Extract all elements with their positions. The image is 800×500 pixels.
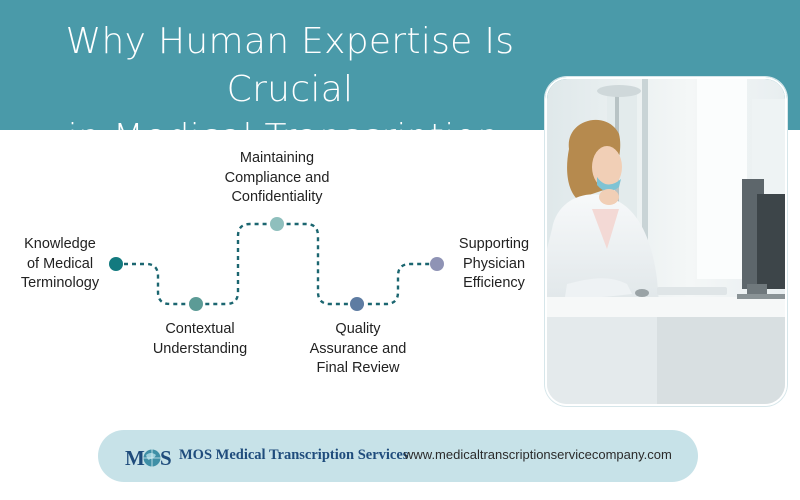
label-line: Contextual — [165, 321, 235, 337]
label-line: Supporting — [458, 236, 530, 252]
label-line: Understanding — [152, 340, 248, 357]
node-quality — [350, 297, 364, 311]
label-quality: Quality Assurance and Final Review — [293, 320, 423, 379]
footer-pill — [98, 430, 698, 482]
page-title: Why Human Expertise Is Crucial in Medica… — [0, 18, 580, 162]
node-supporting — [430, 257, 444, 271]
label-line: of Medical — [26, 255, 94, 272]
logo-letter-s: S — [160, 446, 172, 470]
dotted-connector — [116, 222, 437, 306]
node-compliance — [270, 217, 284, 231]
label-line: Compliance and — [224, 169, 330, 186]
title-line-2: in Medical Transcription: — [67, 117, 513, 158]
node-contextual — [189, 297, 203, 311]
label-compliance: Maintaining Compliance and Confidentiali… — [207, 149, 347, 208]
doctor-photo — [545, 77, 787, 406]
label-supporting: Supporting Physician Efficiency — [439, 235, 549, 294]
label-line: Physician — [462, 255, 526, 272]
label-knowledge: Knowledge of Medical Terminology — [5, 235, 115, 294]
label-line: Confidentiality — [231, 189, 323, 205]
label-line: Quality — [335, 321, 381, 337]
title-line-1: Why Human Expertise Is Crucial — [65, 21, 515, 110]
label-line: Knowledge — [24, 236, 96, 252]
website-link[interactable]: www.medicaltranscriptionservicecompany.c… — [404, 447, 672, 462]
label-line: Efficiency — [463, 275, 525, 291]
node-knowledge — [109, 257, 123, 271]
label-line: Maintaining — [239, 150, 315, 166]
label-contextual: Contextual Understanding — [135, 320, 265, 359]
company-name: MOS Medical Transcription Services — [179, 447, 409, 463]
label-line: Assurance and — [309, 340, 407, 357]
label-line: Terminology — [20, 275, 100, 291]
logo-letter-m: M — [125, 446, 145, 470]
company-logo: M S — [124, 441, 176, 479]
label-line: Final Review — [316, 360, 400, 376]
